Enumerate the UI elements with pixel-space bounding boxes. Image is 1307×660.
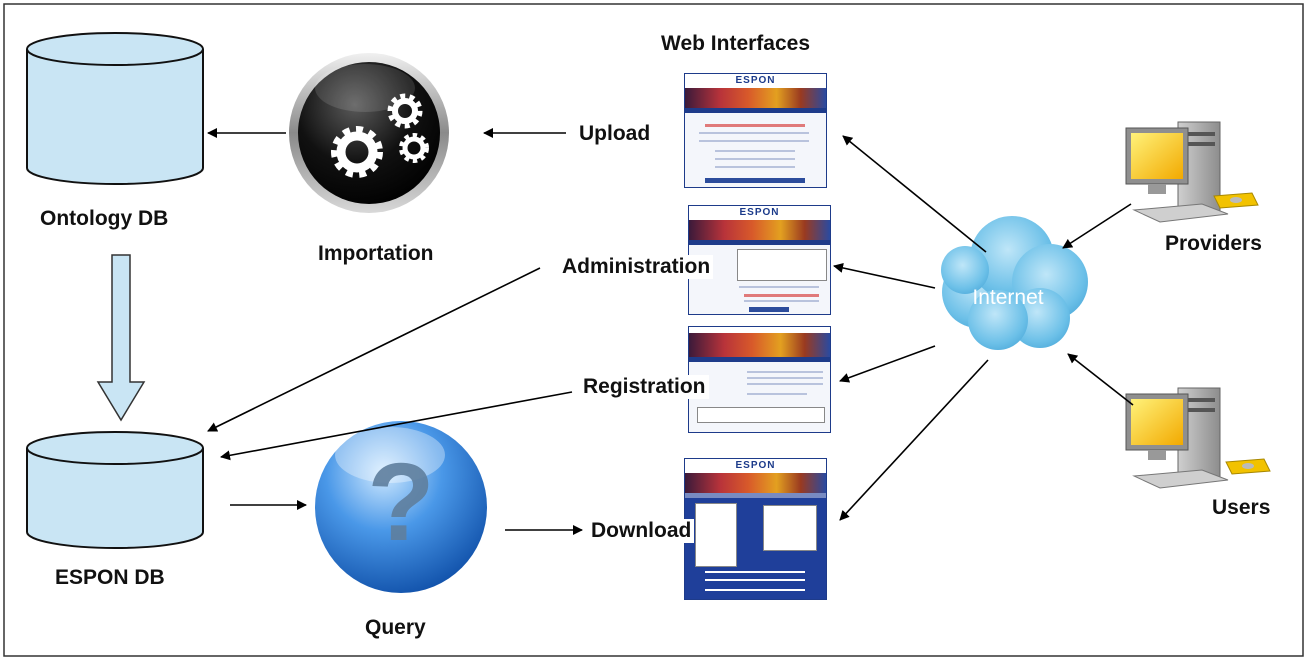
computer-icon (1125, 387, 1271, 489)
arrow-icon (220, 391, 573, 461)
gears-icon (289, 53, 449, 213)
upload-page-thumbnail: ESPON (684, 73, 827, 188)
question-icon: ? (315, 421, 487, 593)
query-glyph: ? (367, 441, 434, 564)
importation-label: Importation (318, 242, 434, 265)
arrow-icon (1062, 203, 1132, 249)
cloud-icon: Internet (941, 216, 1088, 350)
espon-db-icon (26, 431, 204, 549)
users-label: Users (1212, 496, 1271, 519)
espon-logo: ESPON (739, 207, 780, 218)
download-label: Download (588, 519, 695, 543)
ontology-to-espon-arrow (96, 254, 146, 422)
espon-logo: ESPON (735, 460, 776, 471)
espon-db-label: ESPON DB (55, 566, 165, 589)
ontology-db-label: Ontology DB (40, 207, 169, 230)
arrow-icon (207, 267, 541, 432)
espon-logo: ESPON (735, 75, 776, 86)
diagram-border (3, 3, 1304, 657)
computer-icon (1125, 121, 1259, 223)
web-interfaces-title: Web Interfaces (661, 32, 810, 55)
registration-page-thumbnail (688, 326, 831, 433)
arrow-icon (833, 263, 936, 289)
upload-label: Upload (579, 122, 651, 145)
administration-label: Administration (559, 255, 714, 279)
ontology-db-icon (26, 32, 204, 185)
arrow-icon (1067, 353, 1134, 406)
download-page-thumbnail: ESPON (684, 458, 827, 600)
arrow-icon (839, 345, 936, 383)
internet-label: Internet (972, 286, 1043, 309)
arrow-icon (839, 359, 989, 521)
query-label: Query (365, 616, 426, 639)
arrow-icon (842, 135, 987, 253)
providers-label: Providers (1165, 232, 1262, 255)
registration-label: Registration (580, 375, 709, 399)
